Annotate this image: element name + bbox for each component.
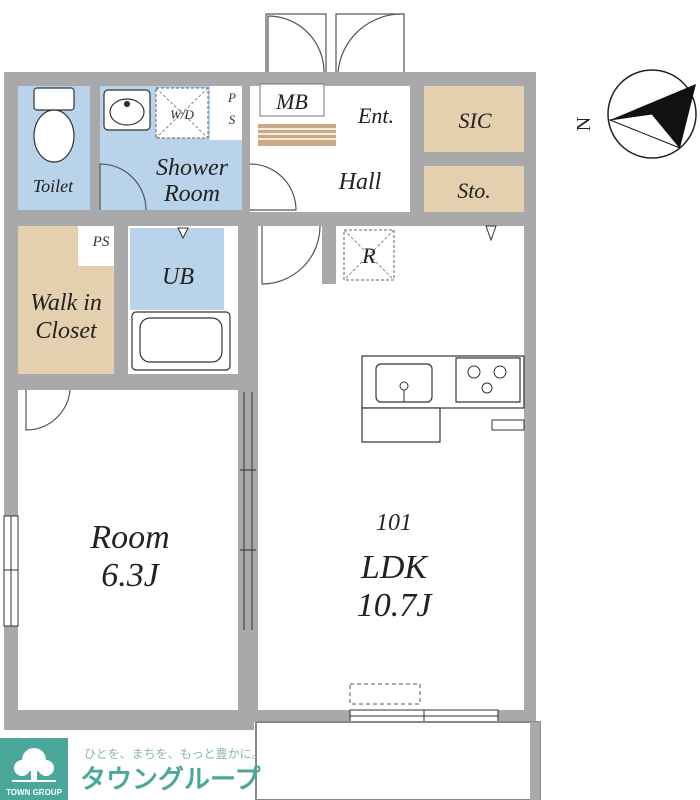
- label-entrance: Ent.: [357, 103, 394, 128]
- label-wd: W/D: [170, 107, 194, 122]
- sic-area: [424, 86, 524, 152]
- label-sic: SIC: [459, 108, 492, 133]
- storage-area: [424, 166, 524, 212]
- ub-area: [130, 228, 224, 310]
- entrance-step: [258, 124, 336, 146]
- interior-doors: [25, 163, 321, 431]
- balcony: [255, 721, 541, 800]
- north-compass-icon: N: [573, 69, 697, 159]
- ps-shaft-left: [84, 228, 112, 252]
- mb-box: [259, 83, 325, 117]
- toilet-fixture: [33, 87, 75, 163]
- logo-english: TOWN GROUP: [6, 788, 63, 797]
- entrance-door-left: [265, 13, 327, 75]
- label-ps-top-1: P: [227, 90, 236, 105]
- window-room: [3, 515, 19, 627]
- window-ldk: [349, 709, 499, 723]
- label-refrigerator: R: [361, 243, 376, 268]
- town-group-logo: TOWN GROUP ひとを、まちを、もっと豊かに。 タウングループ: [0, 738, 264, 800]
- label-hall: Hall: [338, 169, 382, 195]
- bathtub: [131, 311, 231, 371]
- label-ps-left: PS: [92, 234, 110, 250]
- label-storage: Sto.: [457, 178, 491, 203]
- label-ldk-2: 10.7J: [357, 587, 434, 624]
- label-toilet: Toilet: [33, 176, 74, 196]
- label-shower-2: Room: [163, 181, 220, 207]
- entrance-door-right: [335, 13, 405, 75]
- logo-name: タウングループ: [80, 765, 261, 795]
- kitchen-counter: [361, 355, 525, 443]
- compass-letter: N: [573, 117, 595, 131]
- walk-in-closet-area: [18, 226, 114, 374]
- storage-arrow-icon: [485, 225, 497, 242]
- refrigerator-space: [343, 229, 395, 281]
- label-room-1: Room: [89, 519, 169, 556]
- sliding-partition: [240, 392, 256, 630]
- label-room-2: 6.3J: [101, 557, 161, 594]
- label-ub: UB: [162, 264, 194, 290]
- label-shower-1: Shower: [156, 155, 229, 181]
- ub-arrow-icon: [177, 227, 189, 240]
- air-conditioner-space: [349, 683, 421, 705]
- label-walkin-1: Walk in: [30, 290, 102, 316]
- label-unit-number: 101: [376, 510, 412, 536]
- label-walkin-2: Closet: [35, 318, 98, 344]
- ps-shaft-top: [222, 86, 242, 134]
- label-ldk-1: LDK: [360, 549, 429, 586]
- washbasin: [103, 89, 151, 131]
- logo-tagline: ひとを、まちを、もっと豊かに。: [84, 747, 264, 761]
- label-ps-top-2: S: [229, 112, 236, 127]
- label-mb: MB: [275, 89, 308, 114]
